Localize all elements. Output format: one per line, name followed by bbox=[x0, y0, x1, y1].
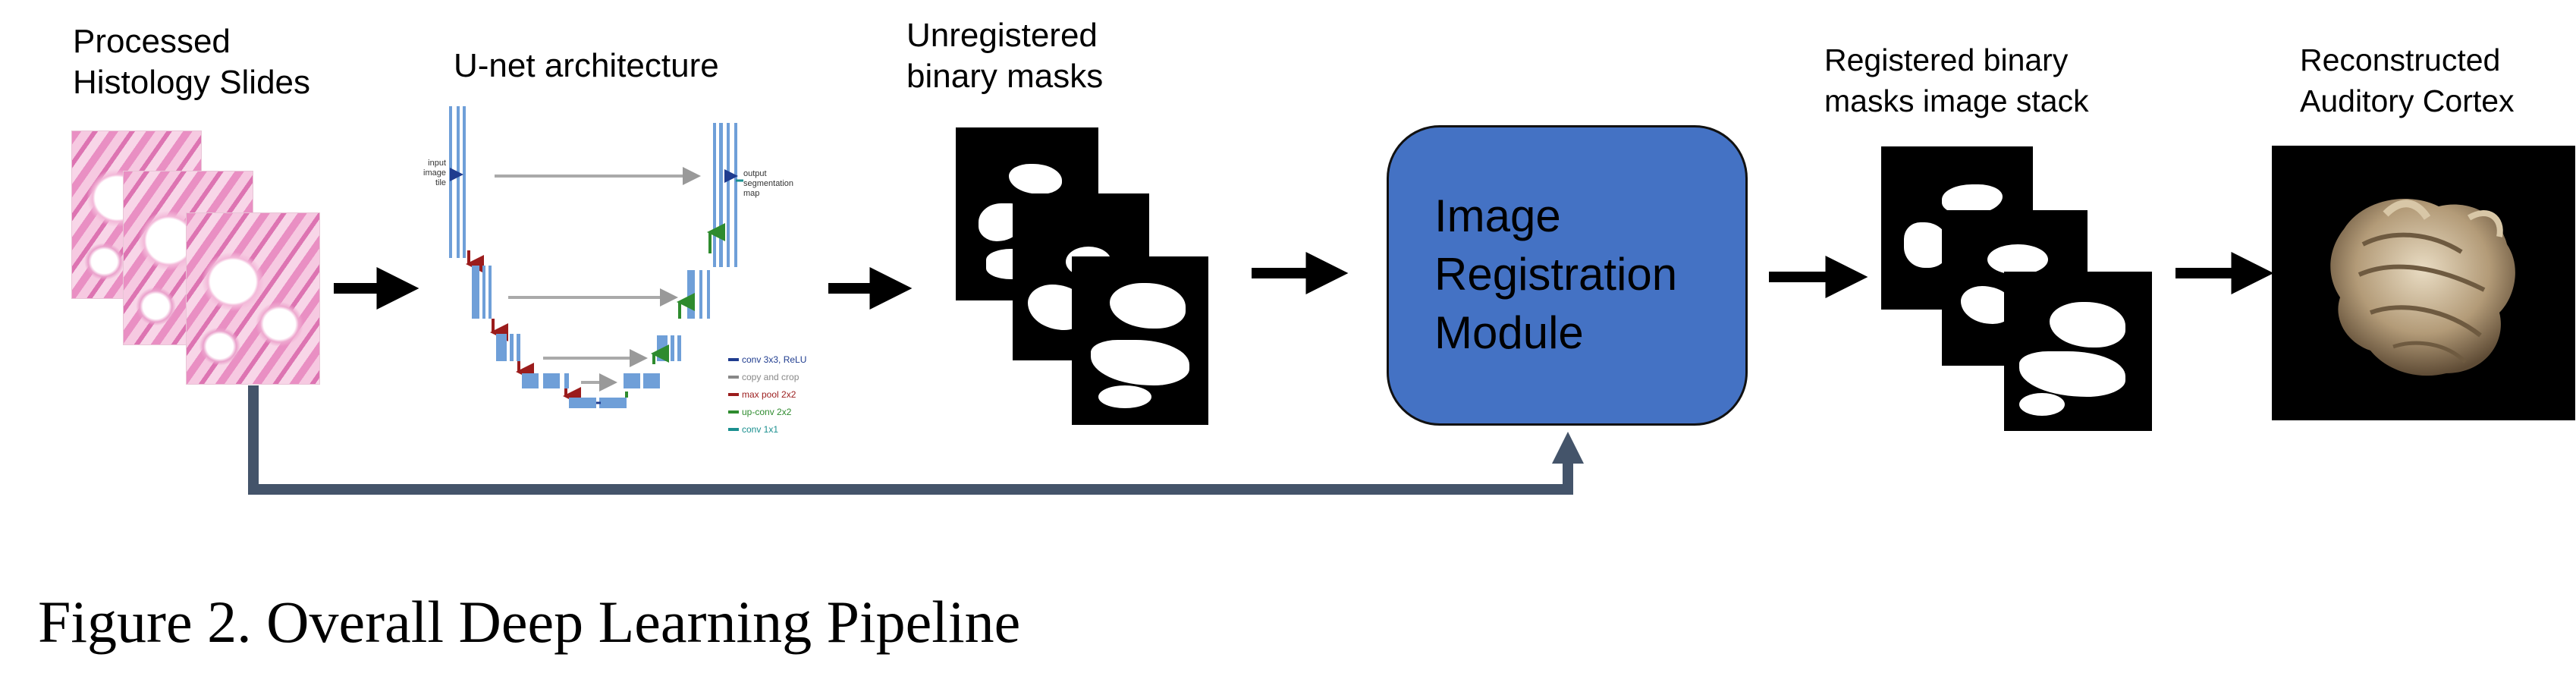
figure-caption: Figure 2. Overall Deep Learning Pipeline bbox=[38, 589, 1021, 655]
reconstructed-cortex-render bbox=[2272, 146, 2575, 420]
unet-legend-item: up-conv 2x2 bbox=[742, 407, 792, 417]
connector-histology-to-registration bbox=[248, 385, 1584, 495]
label-unet-architecture: U-net architecture bbox=[454, 47, 719, 84]
unet-bottleneck bbox=[563, 387, 628, 408]
unet-legend-item: max pool 2x2 bbox=[742, 389, 796, 400]
label-registered-masks: Registered binary masks image stack bbox=[1824, 42, 2089, 118]
unet-legend-item: copy and crop bbox=[742, 372, 800, 382]
image-registration-module: Image Registration Module bbox=[1387, 125, 1748, 426]
registration-module-label: Image Registration Module bbox=[1434, 190, 1678, 358]
cortex-3d-model bbox=[2330, 199, 2515, 376]
histology-slide-3 bbox=[186, 212, 320, 385]
unet-legend-item: conv 3x3, ReLU bbox=[742, 354, 806, 365]
label-histology-slides: Processed Histology Slides bbox=[73, 23, 311, 101]
label-reconstructed-cortex: Reconstructed Auditory Cortex bbox=[2300, 42, 2515, 118]
unet-legend-item: conv 1x1 bbox=[742, 424, 778, 435]
registered-mask-3 bbox=[2004, 272, 2152, 431]
unet-legend: conv 3x3, ReLU copy and crop max pool 2x2 u… bbox=[728, 354, 806, 435]
unregistered-mask-3 bbox=[1072, 256, 1208, 425]
unet-level-1 bbox=[449, 106, 738, 267]
unet-level-4 bbox=[516, 344, 669, 392]
label-unregistered-masks: Unregistered binary masks bbox=[906, 17, 1104, 95]
